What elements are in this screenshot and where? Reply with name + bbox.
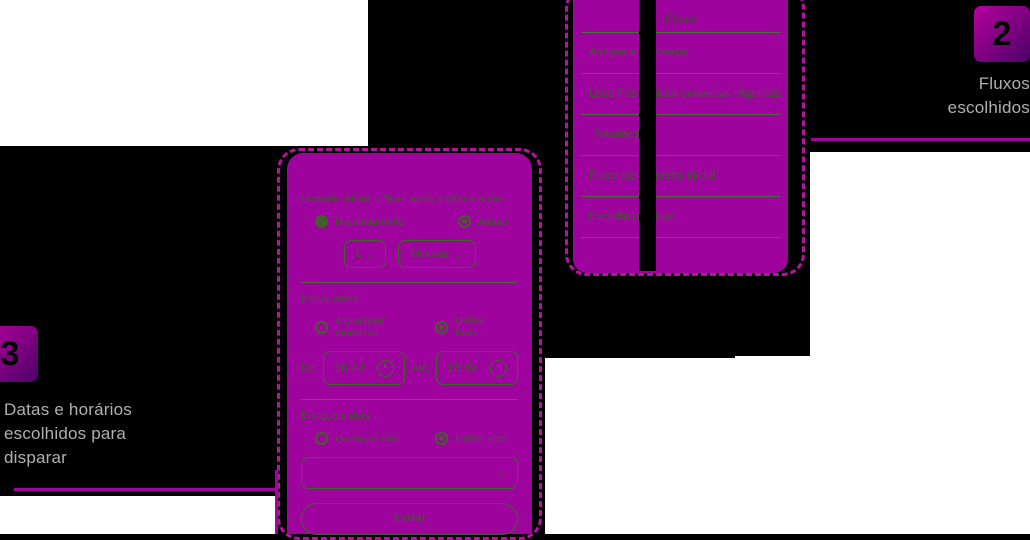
step-badge-3: 3 [0,326,38,382]
clock-icon[interactable] [490,359,507,377]
annotation-connector-step-3 [14,488,278,491]
backdrop-bottom-right [545,356,1030,534]
radio-label: Qualquer dias [335,432,401,445]
annotation-connector-step-2 [811,138,1030,141]
radio-option-immediately[interactable]: Imediatamente [315,215,404,228]
radio-option-delay[interactable]: Atraso [457,215,508,228]
save-button[interactable]: Salvar [301,503,518,535]
list-item[interactable]: Lead Frio - Iniciar conversa - Agendamen… [581,74,780,115]
radio-icon[interactable] [315,215,328,228]
radio-option-set-time[interactable]: Definir hora [435,315,508,339]
to-time-value: 16:49 [447,361,478,375]
radio-option-any-day[interactable]: Qualquer dias [315,432,400,445]
step-badge-2: 2 [974,6,1030,62]
from-time-value: 16:44 [334,361,365,375]
radio-icon[interactable] [435,432,449,445]
divider [301,399,518,400]
chevron-down-icon: ⌄ [366,248,375,259]
radio-icon[interactable] [315,320,328,334]
from-time-input[interactable]: 16:44 [323,351,406,385]
delay-amount-select[interactable]: 1 ⌄ [343,240,386,268]
schedule-panel: Quando iniciar o fluxo após a última açã… [287,153,532,535]
start-after-label: Quando iniciar o fluxo após a última açã… [301,193,502,205]
radio-label: A qualquer momento [335,315,386,339]
backdrop-right [810,152,1030,362]
list-item[interactable]: Amigos e parceiros [581,32,780,74]
delay-controls: 1 ⌄ Minutos ⌄ [301,240,518,268]
schedule-form: Quando iniciar o fluxo após a última açã… [301,193,518,535]
radio-option-set-days[interactable]: Definir dias [435,432,508,445]
radio-icon[interactable] [457,215,471,228]
radio-icon[interactable] [315,432,328,445]
chevron-down-icon: ⌄ [497,467,505,478]
days-select[interactable]: ⌄ [301,457,518,489]
backdrop-top-left [0,0,368,146]
radio-label: Atraso [477,215,508,228]
to-time-input[interactable]: 16:49 [436,351,518,385]
radio-label: Definir dias [455,432,508,445]
backdrop-bottom-left [0,496,278,534]
to-label: Até: [411,362,431,374]
from-label: De: [301,362,318,374]
flows-panel-header: Fluxo [665,12,696,26]
list-item[interactable]: Fluxo atendimento inicial [581,156,780,197]
radio-option-anytime[interactable]: A qualquer momento [315,315,429,339]
delay-unit-value: Minutos [410,248,449,260]
which-days-label: Em quais dias [301,410,370,422]
start-options-group: Imediatamente Atraso [301,215,518,228]
chevron-down-icon: ⌄ [454,248,463,259]
backdrop-middle [545,276,735,358]
divider [301,282,518,283]
between-options-group: A qualquer momento Definir hora [301,315,518,339]
delay-unit-select[interactable]: Minutos ⌄ [397,240,476,268]
list-item[interactable]: Saudação [581,115,780,156]
clock-icon[interactable] [377,359,395,377]
radio-label: Definir hora [455,315,486,339]
start-between-label: Iniciar entre [301,293,359,305]
days-options-group: Qualquer dias Definir dias [301,432,518,445]
flows-panel-occluder [639,0,656,271]
flows-panel: Fluxo Amigos e parceiros Lead Frio - Ini… [573,0,788,273]
radio-label: Imediatamente [335,215,405,228]
delay-amount-value: 1 [354,248,361,260]
flows-list: Amigos e parceiros Lead Frio - Iniciar c… [581,32,780,238]
annotation-connector-step-3-vertical [275,470,278,534]
radio-icon[interactable] [435,320,449,334]
list-item[interactable]: Escolha um fluxo [581,197,780,238]
time-range-row: De: 16:44 Até: 16:49 [301,351,518,385]
